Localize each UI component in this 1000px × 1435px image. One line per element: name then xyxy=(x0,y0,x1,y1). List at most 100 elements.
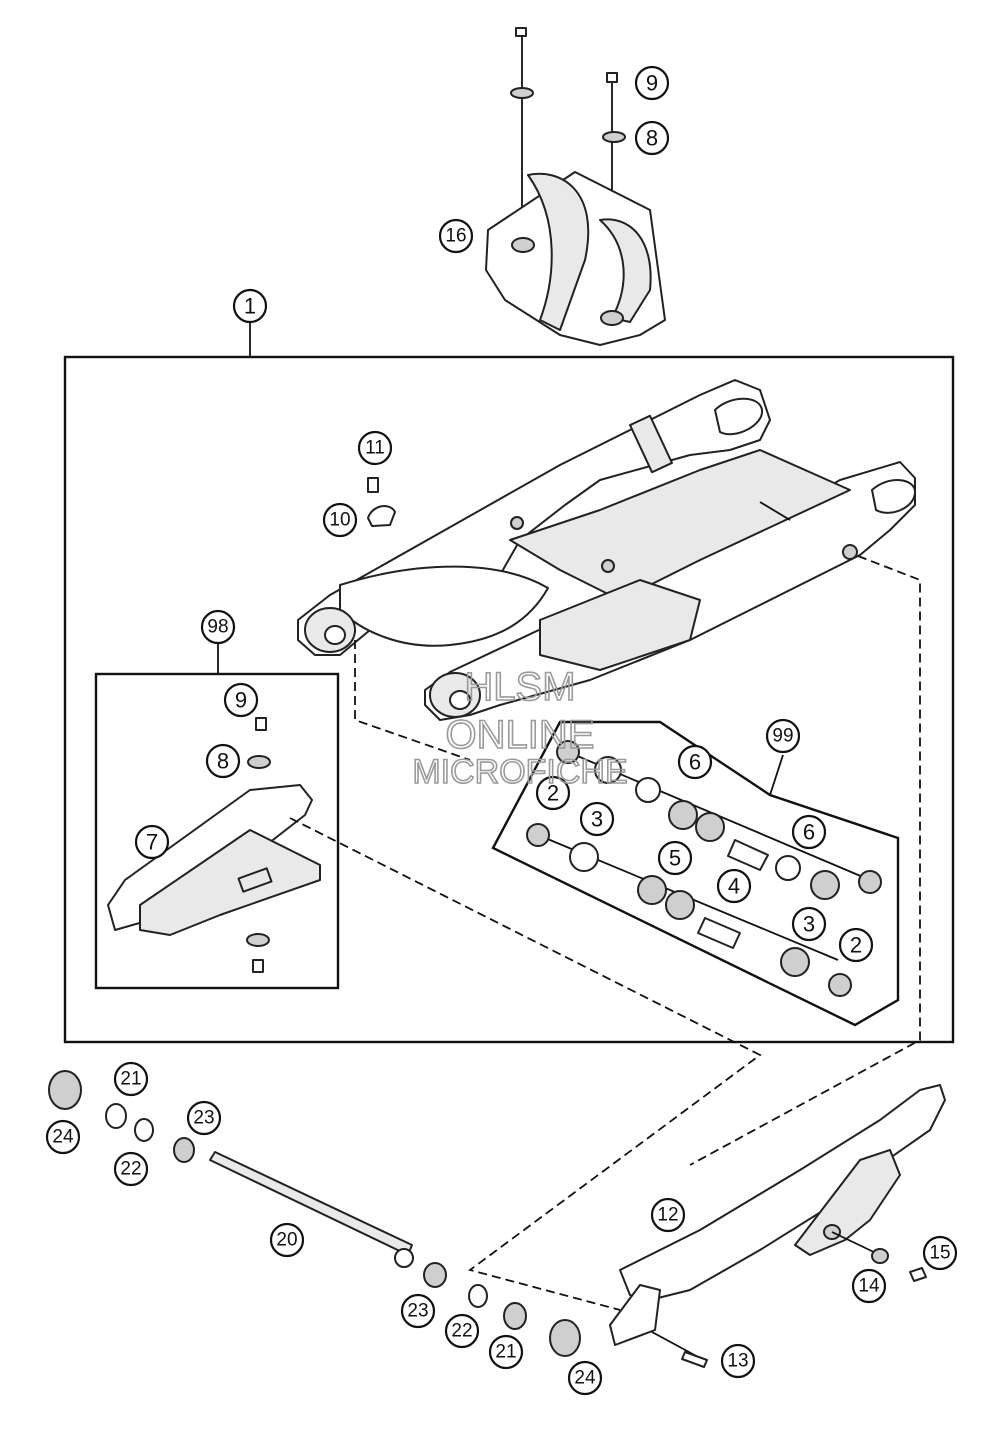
callout-21-right: 21 xyxy=(488,1334,524,1370)
washer-8 xyxy=(602,131,626,143)
screw-15 xyxy=(909,1267,927,1282)
washer-8-sub xyxy=(247,755,271,769)
screw-9-head xyxy=(606,72,618,83)
callout-2-right: 2 xyxy=(838,927,874,963)
svg-text:23: 23 xyxy=(193,1108,214,1129)
bearing-set xyxy=(526,740,882,997)
swingarm-1 xyxy=(297,379,916,721)
ring-6-lower xyxy=(775,855,801,881)
callout-13: 13 xyxy=(720,1343,756,1379)
svg-text:3: 3 xyxy=(591,807,603,832)
sliding-guard-group xyxy=(107,717,321,973)
axle-slot-right xyxy=(871,479,916,514)
bushing-21-left xyxy=(105,1103,127,1129)
callout-5: 5 xyxy=(657,840,693,876)
bushing-3-lower-right xyxy=(780,947,810,977)
callout-8-top: 8 xyxy=(634,120,670,156)
svg-text:9: 9 xyxy=(235,688,247,713)
seal-2-right xyxy=(858,870,882,894)
bushing-3-lower xyxy=(569,842,599,872)
watermark-line-1: HLSM xyxy=(464,665,575,709)
bushing-21-right xyxy=(503,1302,527,1330)
chain-guard-front-mount xyxy=(609,1284,661,1346)
assembly-98-frame xyxy=(94,672,340,990)
chain-guard-group xyxy=(609,1084,946,1368)
pivot-shaft-group xyxy=(48,1070,581,1357)
clamp-group xyxy=(367,477,396,527)
callout-6-upper: 6 xyxy=(677,744,713,780)
leader-bracket-screw xyxy=(831,1231,881,1256)
watermark-line-2: ONLINE xyxy=(446,713,595,757)
callout-2-left: 2 xyxy=(535,775,571,811)
clamp-10 xyxy=(367,505,396,527)
nut-23-left xyxy=(173,1137,195,1163)
cap-24-right xyxy=(549,1319,581,1357)
svg-text:13: 13 xyxy=(727,1351,748,1372)
washer-22-right xyxy=(468,1284,488,1308)
needle-bearing-5-upper-b xyxy=(695,812,725,842)
seal-2-lower-right xyxy=(828,973,852,997)
svg-text:12: 12 xyxy=(657,1205,678,1226)
washer-22-left xyxy=(134,1118,154,1142)
swingarm-crossmember xyxy=(509,449,851,601)
washer-sub-lower xyxy=(246,933,270,947)
watermark-line-3: MICROFICHE xyxy=(412,753,627,791)
axle-slot-left xyxy=(714,397,764,436)
callout-22-right: 22 xyxy=(444,1313,480,1349)
callout-4: 4 xyxy=(716,868,752,904)
callout-9-sub: 9 xyxy=(223,682,259,718)
mount-boss-left xyxy=(511,237,535,253)
callout-6-right: 6 xyxy=(791,814,827,850)
svg-text:14: 14 xyxy=(858,1276,880,1297)
callout-23-right: 23 xyxy=(400,1293,436,1329)
callout-20: 20 xyxy=(269,1222,305,1258)
chain-guide-fin-right xyxy=(599,218,652,323)
callout-3-right: 3 xyxy=(791,906,827,942)
callout-8-sub: 8 xyxy=(205,743,241,779)
callout-12: 12 xyxy=(650,1197,686,1233)
callout-99: 99 xyxy=(765,718,801,754)
callout-21-left: 21 xyxy=(113,1061,149,1097)
chain-guard-12 xyxy=(619,1084,946,1301)
svg-text:2: 2 xyxy=(850,933,862,958)
fender-mount-boss-b xyxy=(601,559,615,573)
brake-stay-pin xyxy=(842,544,858,560)
callout-3-left: 3 xyxy=(579,801,615,837)
svg-text:4: 4 xyxy=(728,874,740,899)
ring-6-upper xyxy=(635,777,661,803)
screw-9-sub xyxy=(255,717,267,731)
cap-24-left xyxy=(48,1070,82,1110)
chain-guide-fin-left xyxy=(527,172,590,331)
nut-23-right xyxy=(423,1262,447,1288)
svg-text:21: 21 xyxy=(120,1069,141,1090)
svg-text:98: 98 xyxy=(207,617,228,638)
screw-11 xyxy=(367,477,379,493)
leader-swingarm-stud xyxy=(759,501,791,521)
callout-24-right: 24 xyxy=(567,1360,603,1396)
pivot-bore-right xyxy=(449,690,471,710)
svg-text:6: 6 xyxy=(689,750,701,775)
svg-text:8: 8 xyxy=(646,126,658,151)
shaft-end xyxy=(394,1248,414,1268)
callout-11: 11 xyxy=(357,430,393,466)
svg-text:23: 23 xyxy=(407,1301,428,1322)
svg-text:22: 22 xyxy=(451,1321,472,1342)
chain-guard-bracket xyxy=(794,1149,901,1256)
screw-top-head xyxy=(515,27,527,37)
svg-text:22: 22 xyxy=(120,1159,141,1180)
svg-text:1: 1 xyxy=(244,294,256,319)
bushing-3-upper xyxy=(594,756,622,784)
washer-top xyxy=(510,87,534,99)
callout-1: 1 xyxy=(232,288,268,324)
svg-text:24: 24 xyxy=(52,1127,74,1148)
leader-99 xyxy=(769,754,784,796)
watermark: HLSM ONLINE MICROFICHE xyxy=(412,664,629,792)
callout-9-top: 9 xyxy=(634,65,670,101)
screw-sub-lower xyxy=(252,959,264,973)
seal-2-upper xyxy=(556,740,580,764)
assembly-1-frame xyxy=(63,355,955,1044)
pivot-shaft-20 xyxy=(209,1151,413,1256)
spacer-4-lower xyxy=(697,917,741,949)
assembly-99-frame xyxy=(491,720,900,1027)
needle-bearing-5-lower-a xyxy=(637,875,667,905)
